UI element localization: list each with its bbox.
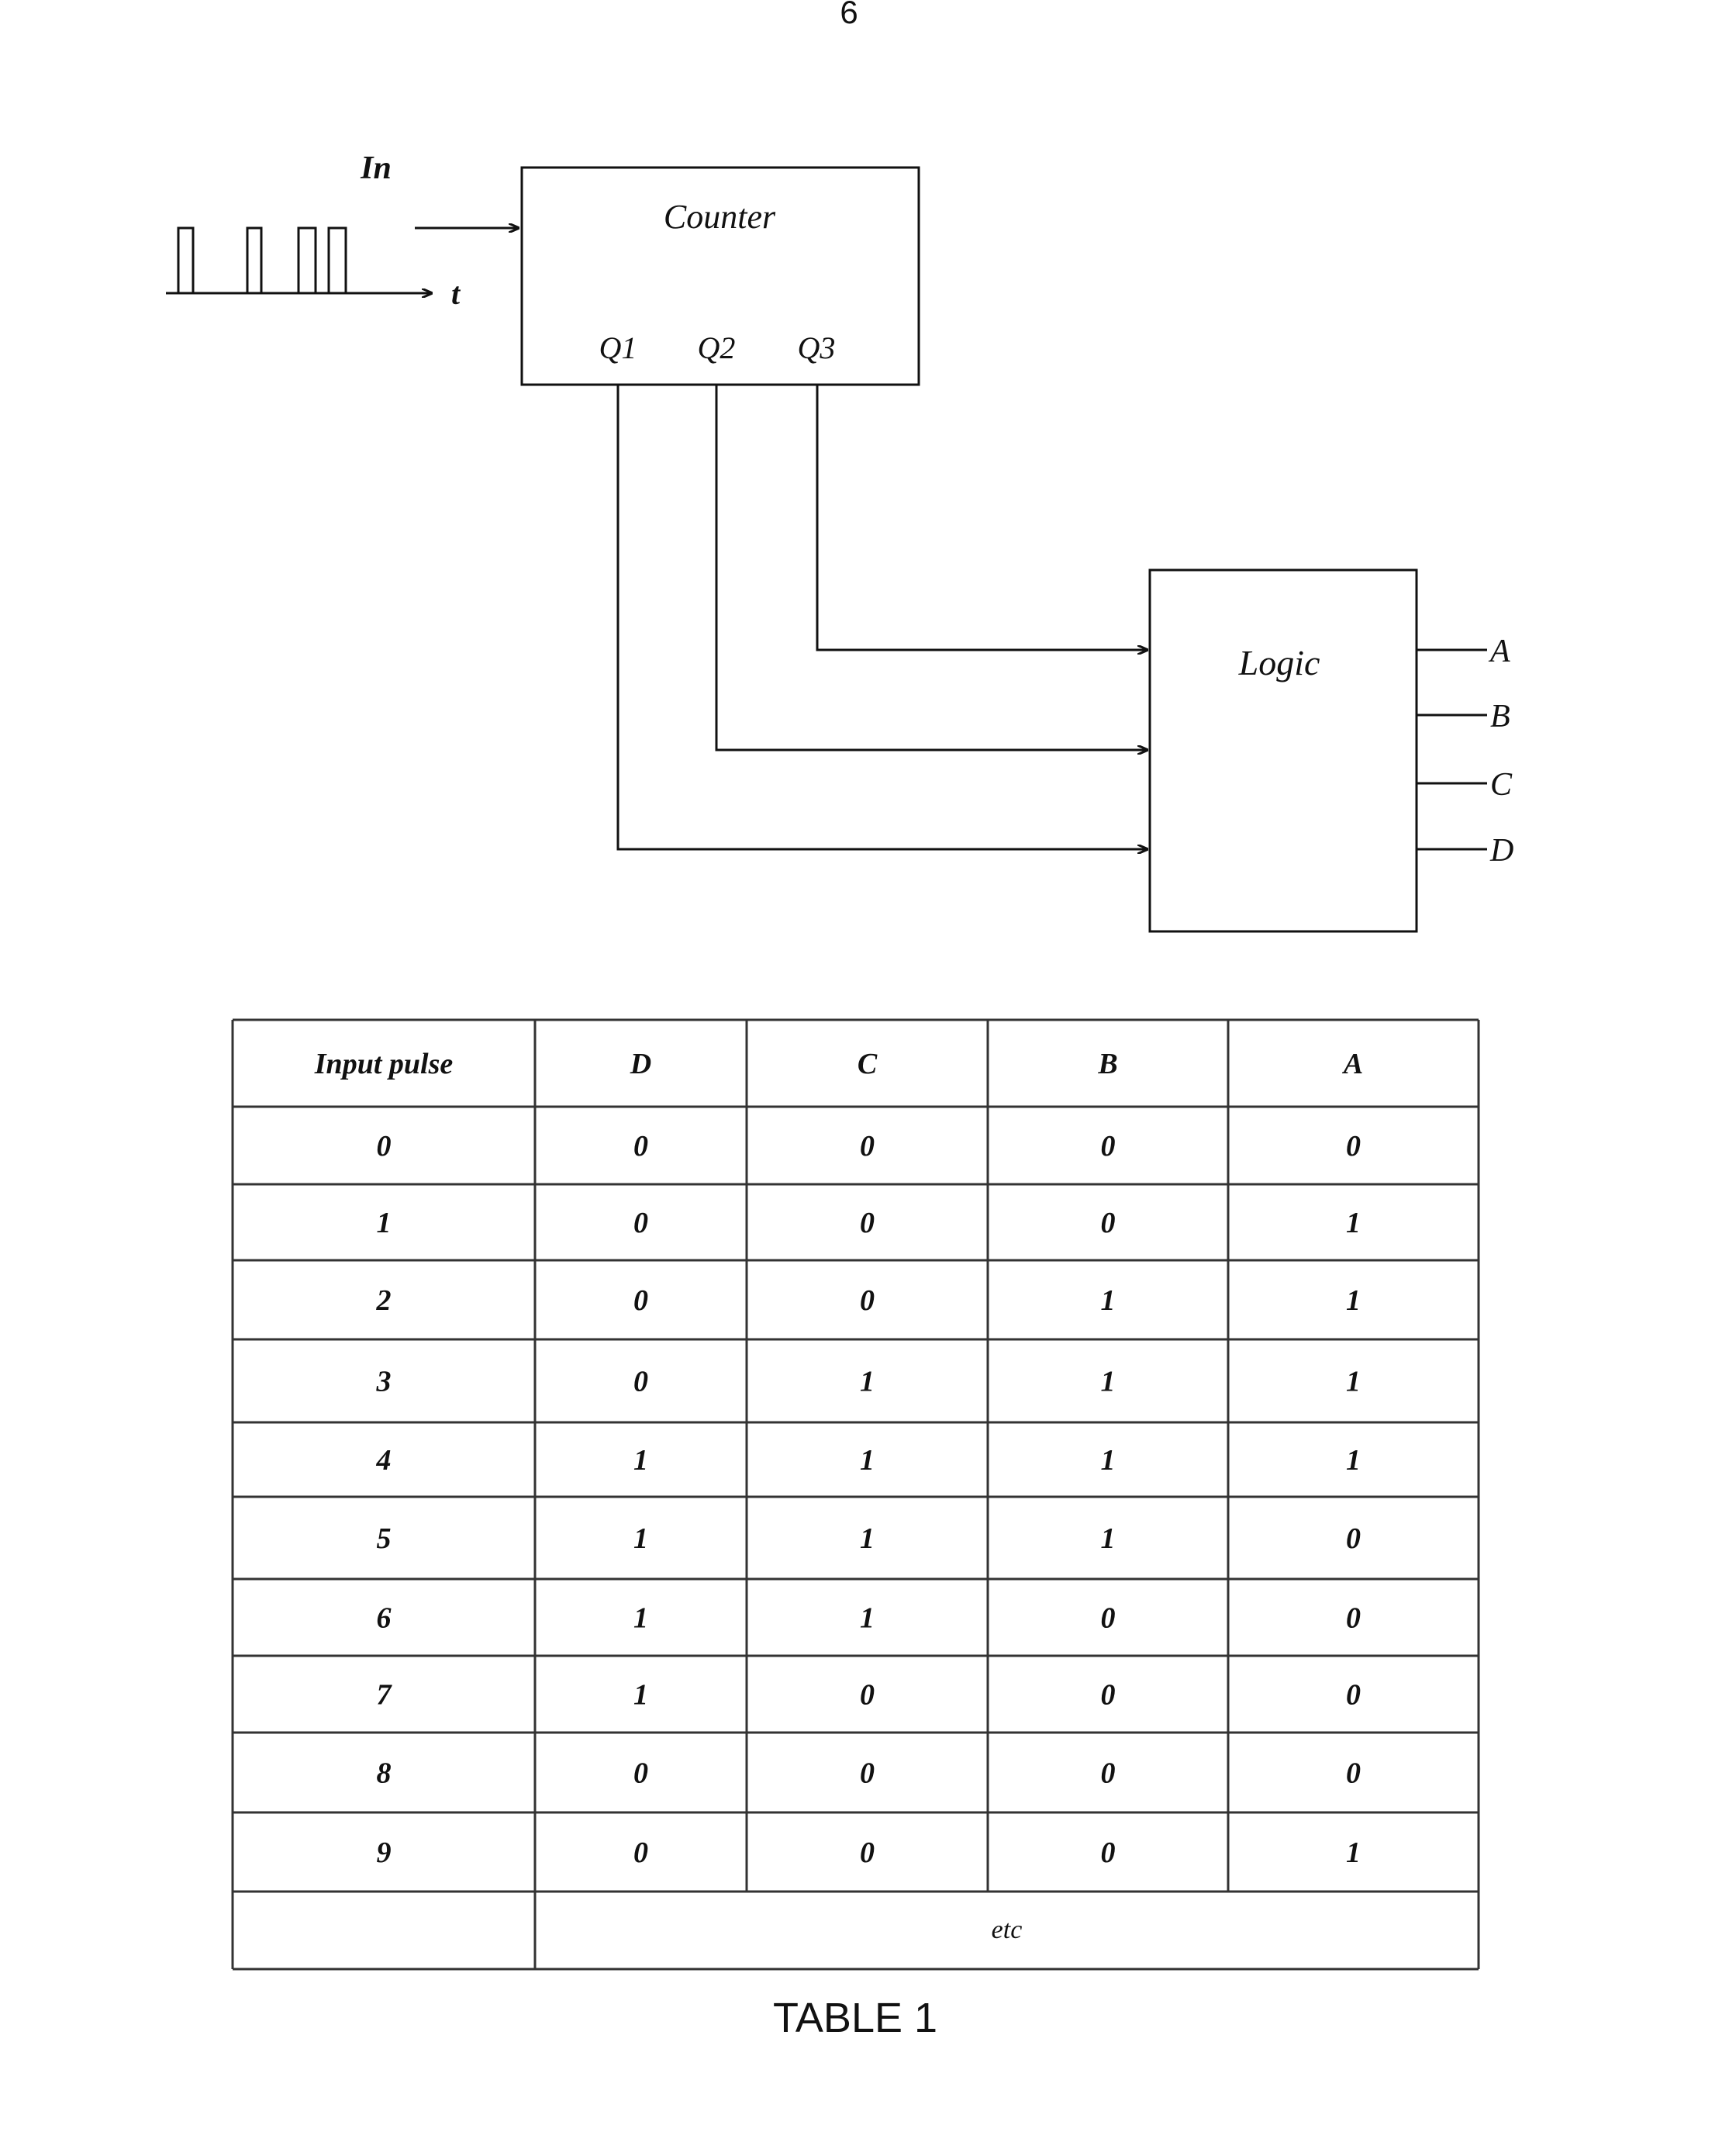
pulse: [246, 226, 263, 293]
input-label: In: [360, 150, 392, 186]
table-cell: 0: [377, 1130, 392, 1163]
table-cell: 1: [633, 1444, 648, 1477]
table-header: C: [858, 1048, 878, 1080]
table-cell: 4: [376, 1444, 392, 1477]
wire-q1: [616, 385, 1147, 849]
pulse-train: [166, 226, 432, 293]
table-cell: 0: [1346, 1130, 1361, 1163]
table-cell: 1: [1346, 1207, 1361, 1239]
logic-output-d: D: [1489, 833, 1513, 869]
table-cell: 0: [860, 1679, 875, 1712]
table-cell: 1: [860, 1444, 875, 1477]
table-cell: 9: [377, 1836, 392, 1869]
logic-block: [1148, 568, 1418, 933]
table-cell: 0: [633, 1207, 648, 1239]
table-cell: 0: [633, 1130, 648, 1163]
table-cell: 1: [633, 1602, 648, 1635]
time-label: t: [451, 276, 461, 311]
logic-output-c: C: [1490, 767, 1513, 803]
table-cell: 1: [1346, 1366, 1361, 1398]
table-cell: 1: [1101, 1444, 1116, 1477]
table-footer-etc: etc: [992, 1916, 1023, 1944]
counter-output-q3: Q3: [798, 330, 836, 365]
table-cell: 0: [633, 1284, 648, 1317]
pulse: [177, 226, 195, 293]
table-cell: 8: [377, 1757, 392, 1790]
logic-output-b: B: [1490, 699, 1510, 734]
pulse: [327, 226, 347, 293]
table-cell: 1: [1346, 1284, 1361, 1317]
counter-block: [520, 166, 920, 386]
table-caption: TABLE 1: [773, 1995, 937, 2041]
table-cell: 0: [1101, 1602, 1116, 1635]
table-cell: 1: [377, 1207, 392, 1239]
table-cell: 0: [1101, 1757, 1116, 1790]
table-cell: 0: [860, 1757, 875, 1790]
table-header: B: [1097, 1048, 1117, 1080]
table-cell: 0: [1346, 1602, 1361, 1635]
table-cell: 2: [376, 1284, 392, 1317]
table-cell: 1: [633, 1679, 648, 1712]
table-cell: 0: [1101, 1130, 1116, 1163]
table-cell: 1: [860, 1522, 875, 1555]
table-cell: 1: [860, 1602, 875, 1635]
table-cell: 0: [860, 1130, 875, 1163]
wire-q3: [816, 385, 1147, 650]
table-cell: 1: [1346, 1836, 1361, 1869]
table-header: D: [630, 1048, 651, 1080]
table-cell: 0: [1101, 1836, 1116, 1869]
table-cell: 0: [860, 1836, 875, 1869]
table-cell: 0: [1346, 1679, 1361, 1712]
table-cell: 0: [1101, 1207, 1116, 1239]
table-cell: 1: [1346, 1444, 1361, 1477]
table-header: A: [1342, 1048, 1363, 1080]
table-cell: 1: [1101, 1366, 1116, 1398]
table-cell: 1: [633, 1522, 648, 1555]
table-cell: 0: [860, 1207, 875, 1239]
truth-table: Input pulse D C B A 0 0 0 0 0 1 0 0 0 1 2 0 0 1 1 3 0 1 1 1 4 1 1 1 1…: [231, 1018, 1480, 1971]
table-cell: 6: [377, 1602, 392, 1635]
table-header: Input pulse: [314, 1048, 454, 1080]
pulse: [297, 226, 317, 293]
table-cell: 0: [633, 1836, 648, 1869]
table-cell: 1: [1101, 1284, 1116, 1317]
table-cell: 3: [376, 1366, 392, 1398]
wire-q2: [715, 385, 1147, 750]
page-number: 6: [840, 0, 858, 30]
logic-title: Logic: [1238, 643, 1320, 682]
counter-output-q1: Q1: [599, 330, 637, 365]
table-cell: 0: [1346, 1522, 1361, 1555]
table-cell: 0: [633, 1366, 648, 1398]
table-cell: 0: [1346, 1757, 1361, 1790]
table-cell: 0: [1101, 1679, 1116, 1712]
counter-title: Counter: [664, 198, 776, 236]
table-cell: 7: [377, 1679, 393, 1712]
counter-output-q2: Q2: [698, 330, 736, 365]
table-cell: 5: [377, 1522, 392, 1555]
table-cell: 1: [860, 1366, 875, 1398]
logic-output-a: A: [1488, 634, 1510, 669]
table-cell: 1: [1101, 1522, 1116, 1555]
table-cell: 0: [633, 1757, 648, 1790]
table-cell: 0: [860, 1284, 875, 1317]
